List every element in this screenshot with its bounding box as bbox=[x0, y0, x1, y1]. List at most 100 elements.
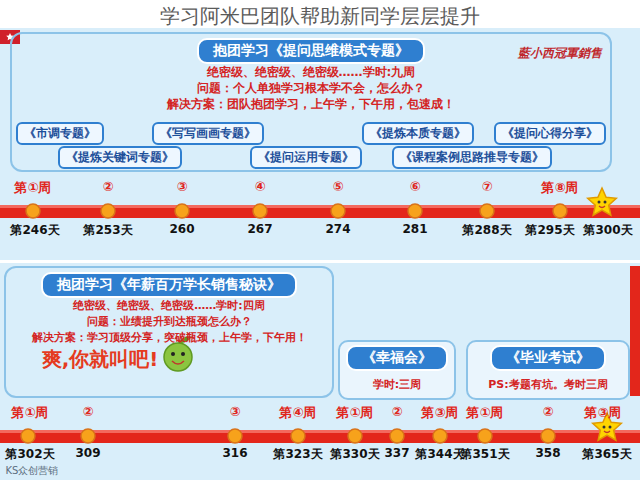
edge-band bbox=[630, 266, 640, 396]
apple-mouth bbox=[172, 361, 184, 364]
star-smile bbox=[599, 206, 605, 208]
watermark: KS众创营销 bbox=[6, 464, 59, 478]
week-label: ⑦ bbox=[481, 179, 492, 194]
body-text: 解决方案：团队抱团学习，上午学，下午用，包速成！ bbox=[20, 96, 602, 112]
day-label: 第300天 bbox=[583, 222, 632, 239]
timeline-dot bbox=[175, 204, 189, 218]
topic-box: 《课程案例思路推导专题》 bbox=[392, 146, 552, 169]
day-label: 第330天 bbox=[330, 446, 379, 463]
header-text: 抱团学习《提问思维模式专题》 bbox=[197, 38, 425, 64]
apple-eye bbox=[181, 352, 185, 356]
week-label: ② bbox=[82, 404, 93, 419]
day-label: 第246天 bbox=[10, 222, 59, 239]
week-label: 第④周 bbox=[279, 404, 316, 422]
week-label: 第③周 bbox=[584, 404, 621, 422]
day-label: 第344天 bbox=[415, 446, 464, 463]
timeline-dot bbox=[480, 204, 494, 218]
day-label: 第365天 bbox=[582, 446, 631, 463]
day-label: 309 bbox=[75, 446, 100, 460]
timeline-dot bbox=[291, 429, 305, 443]
header-text: 抱团学习《年薪百万学长销售秘诀》 bbox=[41, 272, 297, 298]
stage-box: 《幸福会》学时:三周 bbox=[338, 340, 456, 400]
body-text: 绝密级、绝密级、绝密级……学时:四周 bbox=[14, 298, 324, 314]
signature: 藍小西冠軍銷售 bbox=[518, 45, 602, 62]
stage-box: 《毕业考试》 PS:考题有坑。考时三周 bbox=[466, 340, 630, 400]
day-label: 274 bbox=[325, 222, 350, 236]
topic-text: 《提炼关键词专题》 bbox=[66, 149, 174, 166]
body-text: PS:考题有坑。考时三周 bbox=[474, 377, 622, 392]
week-label: ② bbox=[542, 404, 553, 419]
topic-box: 《提炼本质专题》 bbox=[362, 122, 474, 145]
apple-eye bbox=[171, 352, 175, 356]
star-eye bbox=[604, 201, 607, 204]
star-eye bbox=[598, 201, 601, 204]
bottom-ground bbox=[0, 263, 640, 480]
timeline-dot bbox=[408, 204, 422, 218]
week-label: 第①周 bbox=[14, 179, 51, 197]
day-label: 第323天 bbox=[273, 446, 322, 463]
timeline-dot bbox=[433, 429, 447, 443]
end-star bbox=[588, 188, 617, 215]
body-text: 解决方案：学习顶级分享，突破瓶颈，上午学，下午用！ bbox=[14, 330, 324, 346]
day-label: 260 bbox=[169, 222, 194, 236]
timeline-dot bbox=[541, 429, 555, 443]
timeline-dot bbox=[26, 204, 40, 218]
timeline-dot bbox=[348, 429, 362, 443]
topic-box: 《市调专题》 bbox=[16, 122, 104, 145]
top-ground bbox=[0, 28, 640, 260]
topic-text: 《课程案例思路推导专题》 bbox=[400, 149, 544, 166]
timeline-highlight bbox=[0, 205, 640, 208]
topic-text: 《市调专题》 bbox=[24, 125, 96, 142]
day-label: 358 bbox=[535, 446, 560, 460]
day-label: 第351天 bbox=[460, 446, 509, 463]
day-label: 316 bbox=[222, 446, 247, 460]
slogan: 爽,你就叫吧! bbox=[42, 346, 159, 373]
day-label: 281 bbox=[402, 222, 427, 236]
course-panel: 抱团学习《年薪百万学长销售秘诀》绝密级、绝密级、绝密级……学时:四周问题：业绩提… bbox=[4, 266, 334, 398]
day-label: 第288天 bbox=[462, 222, 511, 239]
week-label: ④ bbox=[254, 179, 265, 194]
timeline-bar bbox=[0, 430, 640, 443]
topic-box: 《提问心得分享》 bbox=[494, 122, 606, 145]
day-label: 第253天 bbox=[83, 222, 132, 239]
body-text: 问题：业绩提升到达瓶颈怎么办？ bbox=[14, 314, 324, 330]
topic-box: 《写写画画专题》 bbox=[152, 122, 264, 145]
timeline-bar bbox=[0, 205, 640, 218]
week-label: ③ bbox=[229, 404, 240, 419]
day-label: 第295天 bbox=[525, 222, 574, 239]
week-label: 第①周 bbox=[336, 404, 373, 422]
header-text: 《毕业考试》 bbox=[490, 345, 606, 371]
timeline-dot bbox=[21, 429, 35, 443]
header-text: 《幸福会》 bbox=[346, 345, 448, 371]
timeline-dot bbox=[81, 429, 95, 443]
body-text: 问题：个人单独学习根本学不会，怎么办？ bbox=[20, 80, 602, 96]
week-label: ⑥ bbox=[409, 179, 420, 194]
page-title: 学习阿米巴团队帮助新同学层层提升 bbox=[0, 3, 640, 30]
week-label: ② bbox=[102, 179, 113, 194]
timeline-dot bbox=[553, 204, 567, 218]
star-eye bbox=[603, 426, 606, 429]
day-label: 267 bbox=[247, 222, 272, 236]
star-eye bbox=[609, 426, 612, 429]
topic-text: 《写写画画专题》 bbox=[160, 125, 256, 142]
timeline-dot bbox=[331, 204, 345, 218]
timeline-art bbox=[0, 28, 640, 480]
apple-face bbox=[164, 343, 192, 371]
topic-box: 《提问运用专题》 bbox=[250, 146, 362, 169]
timeline-dot bbox=[228, 429, 242, 443]
topic-text: 《提炼本质专题》 bbox=[370, 125, 466, 142]
day-label: 第302天 bbox=[5, 446, 54, 463]
topic-text: 《提问运用专题》 bbox=[258, 149, 354, 166]
week-label: ⑤ bbox=[332, 179, 343, 194]
timeline-dot bbox=[253, 204, 267, 218]
topic-box: 《提炼关键词专题》 bbox=[58, 146, 182, 169]
week-label: 第①周 bbox=[466, 404, 503, 422]
topic-text: 《提问心得分享》 bbox=[502, 125, 598, 142]
week-label: 第①周 bbox=[11, 404, 48, 422]
week-label: 第⑧周 bbox=[541, 179, 578, 197]
timeline-dot bbox=[390, 429, 404, 443]
timeline-dot bbox=[478, 429, 492, 443]
week-label: ③ bbox=[176, 179, 187, 194]
body-text: 绝密级、绝密级、绝密级……学时:九周 bbox=[20, 64, 602, 80]
week-label: ② bbox=[391, 404, 402, 419]
